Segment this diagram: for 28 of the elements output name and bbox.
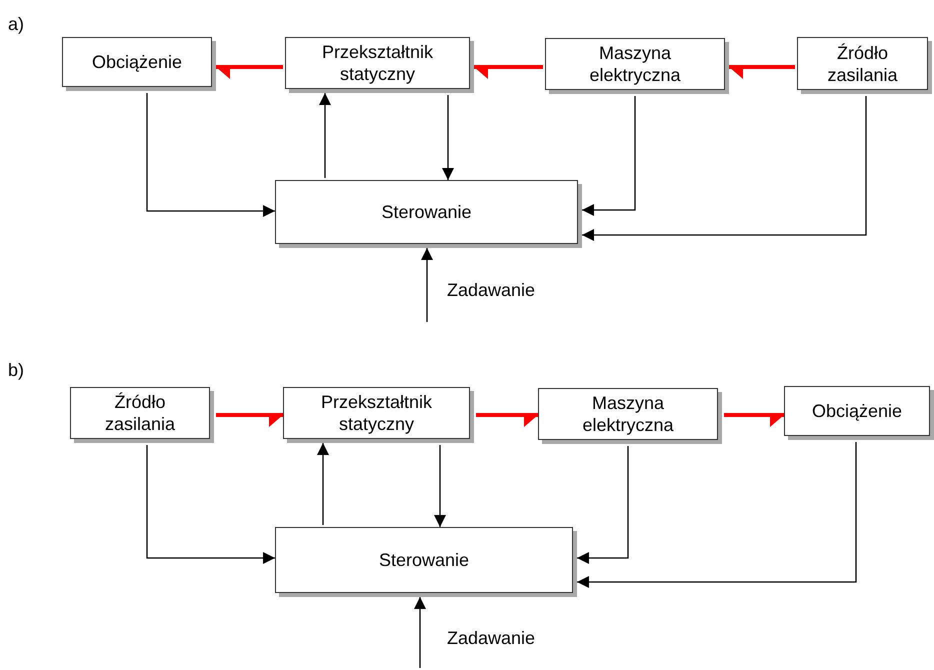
- block-label: Obciążenie: [812, 400, 902, 422]
- arrow: [582, 96, 636, 216]
- arrow: [577, 446, 629, 564]
- arrow: [414, 597, 426, 668]
- block-label: Maszyna elektryczna: [581, 392, 675, 436]
- panel-label: b): [8, 360, 24, 381]
- arrow: [216, 65, 283, 79]
- arrow: [317, 443, 329, 525]
- panel-label: a): [8, 14, 24, 35]
- arrow: [434, 445, 446, 527]
- arrow: [442, 95, 454, 180]
- arrow: [216, 413, 283, 427]
- arrow: [724, 413, 784, 427]
- arrow: [476, 413, 538, 427]
- block-label: Źródło zasilania: [826, 42, 899, 86]
- block-label: Źródło zasilania: [104, 391, 176, 435]
- arrow: [421, 248, 433, 322]
- arrow: [729, 65, 795, 79]
- arrow: [319, 93, 331, 178]
- block-label: Sterowanie: [378, 549, 470, 571]
- block-label: Obciążenie: [92, 51, 182, 73]
- arrow: [474, 65, 543, 79]
- arrow: [146, 445, 275, 564]
- arrow: [146, 93, 275, 217]
- block-label: Przekształtnik statyczny: [320, 391, 434, 435]
- block-label: Przekształtnik statyczny: [320, 41, 434, 85]
- block-label: Sterowanie: [381, 201, 472, 223]
- block-label: Maszyna elektryczna: [588, 42, 682, 86]
